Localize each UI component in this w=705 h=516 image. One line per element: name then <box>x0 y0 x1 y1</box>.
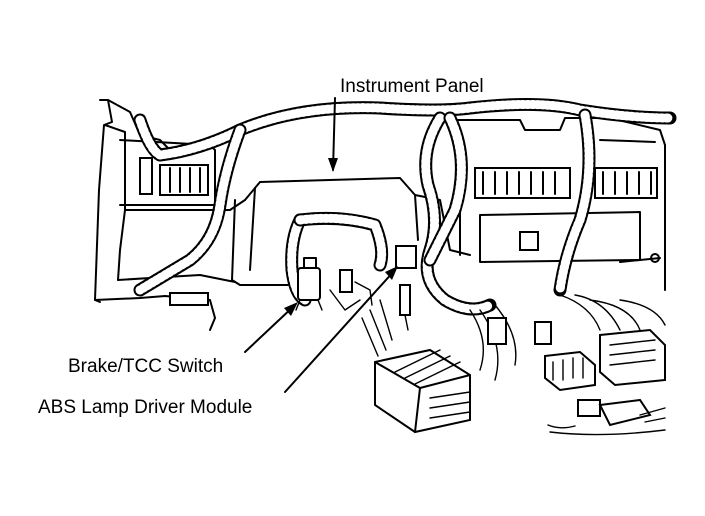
leader-lines <box>244 97 398 393</box>
dash-structure <box>94 99 471 331</box>
connectors <box>374 294 666 436</box>
abs-lamp-driver-module-label: ABS Lamp Driver Module <box>38 397 253 418</box>
brake-tcc-switch-component <box>295 257 373 311</box>
brake-tcc-switch-label: Brake/TCC Switch <box>68 356 224 377</box>
brake-tcc-arrow <box>284 302 298 316</box>
abs-lamp-driver-module-component <box>361 245 417 357</box>
abs-module-arrow <box>385 266 398 280</box>
instrument-panel-arrow <box>328 158 338 172</box>
abs-module-leader <box>284 269 396 393</box>
brake-tcc-leader <box>244 304 296 353</box>
instrument-panel-label: Instrument Panel <box>340 76 484 97</box>
wire-harness <box>133 97 677 316</box>
